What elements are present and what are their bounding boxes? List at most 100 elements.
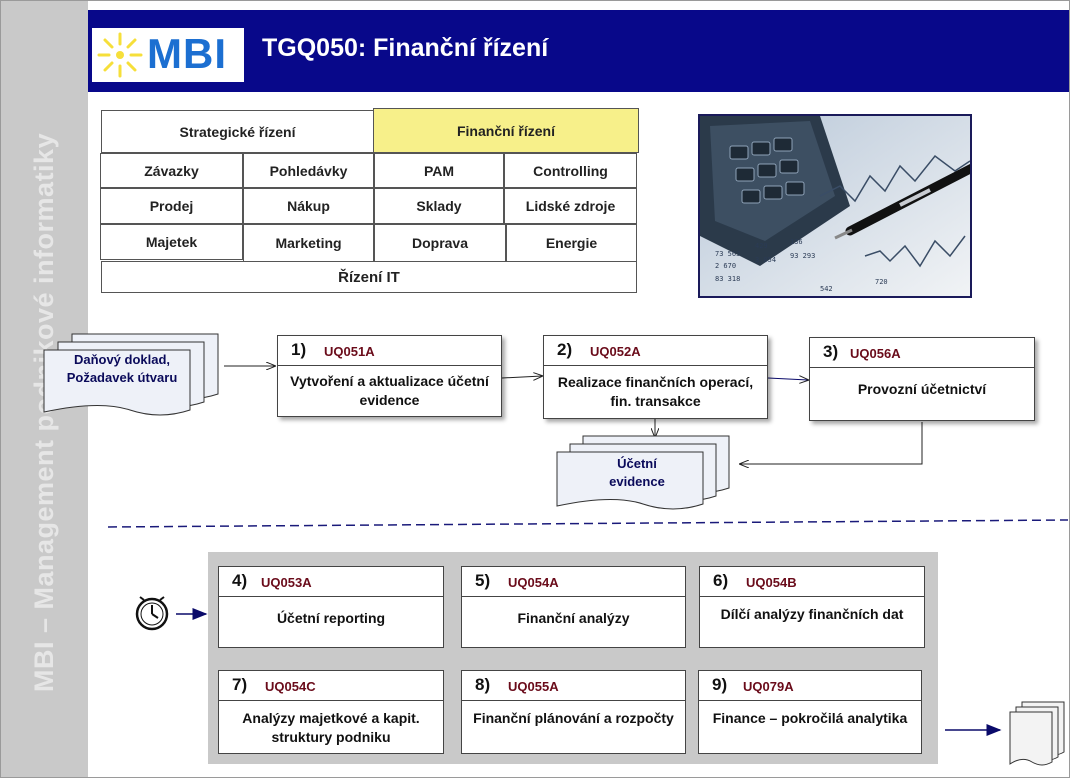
process-box-5[interactable]: 5) UQ054A Finanční analýzy — [461, 566, 686, 648]
menu-label: Závazky — [144, 162, 199, 179]
process-box-3[interactable]: 3) UQ056A Provozní účetnictví — [809, 337, 1035, 421]
process-header: 3) UQ056A — [810, 338, 1034, 368]
process-number: 7) — [232, 675, 248, 694]
menu-rizeni-it[interactable]: Řízení IT — [101, 261, 637, 293]
process-code: UQ056A — [850, 346, 901, 361]
menu-label: Doprava — [411, 235, 469, 251]
menu-prodej[interactable]: Prodej — [100, 188, 243, 224]
output-doc-line2: evidence — [609, 474, 665, 489]
process-code: UQ079A — [743, 679, 794, 694]
clock-icon — [135, 596, 169, 631]
process-header: 6) UQ054B — [700, 567, 924, 597]
menu-nakup[interactable]: Nákup — [243, 188, 374, 224]
svg-text:542: 542 — [820, 285, 833, 293]
header-bar — [88, 10, 1070, 92]
page-title: TGQ050: Finanční řízení — [262, 34, 549, 62]
menu-lidske-zdroje[interactable]: Lidské zdroje — [504, 188, 637, 224]
menu-sklady[interactable]: Sklady — [374, 188, 504, 224]
menu-label: Řízení IT — [338, 268, 400, 286]
logo: MBI — [92, 28, 244, 82]
process-code: UQ051A — [324, 344, 375, 359]
menu-strategic[interactable]: Strategické řízení — [101, 110, 374, 153]
menu-pam[interactable]: PAM — [374, 153, 504, 188]
process-label: Provozní účetnictví — [857, 381, 987, 397]
menu-label: Sklady — [416, 198, 462, 214]
svg-text:136: 136 — [790, 238, 803, 246]
output-doc-line1: Účetní — [617, 456, 657, 471]
menu-label: Nákup — [287, 198, 330, 214]
process-box-7[interactable]: 7) UQ054C Analýzy majetkové a kapit. str… — [218, 670, 444, 754]
process-label: Finanční plánování a rozpočty — [473, 710, 674, 726]
output-document-label: Účetní evidence — [572, 455, 702, 491]
svg-text:83 318: 83 318 — [715, 275, 740, 283]
process-number: 1) — [291, 340, 307, 359]
sun-icon — [97, 32, 143, 78]
menu-marketing[interactable]: Marketing — [243, 224, 374, 262]
reports-document-stack-icon — [1009, 701, 1065, 766]
process-header: 4) UQ053A — [219, 567, 443, 597]
menu-label: PAM — [423, 162, 455, 179]
process-header: 7) UQ054C — [219, 671, 443, 701]
menu-pohledavky[interactable]: Pohledávky — [243, 153, 374, 188]
process-code: UQ054B — [746, 575, 797, 590]
logo-text: MBI — [147, 30, 227, 77]
process-box-2[interactable]: 2) UQ052A Realizace finančních operací, … — [543, 335, 768, 419]
svg-text:3 054: 3 054 — [755, 256, 776, 264]
process-number: 4) — [232, 571, 248, 590]
menu-majetek[interactable]: Majetek — [100, 224, 243, 260]
menu-label: Lidské zdroje — [525, 198, 616, 214]
process-box-9[interactable]: 9) UQ079A Finance – pokročilá analytika — [698, 670, 922, 754]
menu-label: Pohledávky — [269, 162, 348, 179]
menu-label: Prodej — [149, 198, 194, 214]
menu-controlling[interactable]: Controlling — [504, 153, 637, 188]
process-label: Finance – pokročilá analytika — [712, 710, 908, 726]
process-header: 9) UQ079A — [699, 671, 921, 701]
output-document-stack-icon — [556, 435, 730, 510]
process-number: 3) — [823, 342, 839, 361]
process-label: Finanční analýzy — [517, 610, 630, 626]
process-label: Vytvoření a aktualizace účetní evidence — [290, 373, 489, 408]
process-box-6[interactable]: 6) UQ054B Dílčí analýzy finančních dat — [699, 566, 925, 648]
input-doc-line1: Daňový doklad, — [73, 352, 171, 367]
input-doc-line2: Požadavek útvaru — [66, 370, 178, 385]
menu-label: Majetek — [145, 234, 198, 250]
process-code: UQ053A — [261, 575, 312, 590]
process-label: Realizace finančních operací, fin. trans… — [557, 374, 754, 409]
process-number: 6) — [713, 571, 729, 590]
process-number: 9) — [712, 675, 728, 694]
process-code: UQ052A — [590, 344, 641, 359]
process-header: 2) UQ052A — [544, 336, 767, 366]
menu-energie[interactable]: Energie — [506, 224, 637, 262]
menu-zavazky[interactable]: Závazky — [100, 153, 243, 188]
process-code: UQ054A — [508, 575, 559, 590]
process-number: 2) — [557, 340, 573, 359]
process-number: 8) — [475, 675, 491, 694]
process-box-4[interactable]: 4) UQ053A Účetní reporting — [218, 566, 444, 648]
menu-label: Marketing — [275, 235, 342, 251]
svg-text:429: 429 — [755, 242, 768, 250]
process-number: 5) — [475, 571, 491, 590]
svg-text:2 670: 2 670 — [715, 262, 736, 270]
menu-label: Finanční řízení — [456, 122, 555, 139]
process-box-1[interactable]: 1) UQ051A Vytvoření a aktualizace účetní… — [277, 335, 502, 417]
menu-financial[interactable]: Finanční řízení — [373, 108, 639, 153]
finance-photo: 73 563 429 136 2 670 3 054 93 293 83 318 542 7… — [698, 114, 972, 298]
process-code: UQ054C — [265, 679, 316, 694]
process-header: 1) UQ051A — [278, 336, 501, 366]
process-label: Dílčí analýzy finančních dat — [720, 606, 904, 622]
process-label: Účetní reporting — [276, 610, 386, 626]
input-document-stack-icon — [43, 333, 219, 416]
menu-label: Strategické řízení — [179, 123, 296, 140]
input-document-label: Daňový doklad, Požadavek útvaru — [48, 351, 196, 387]
process-box-8[interactable]: 8) UQ055A Finanční plánování a rozpočty — [461, 670, 686, 754]
menu-label: Controlling — [533, 162, 608, 179]
svg-text:720: 720 — [875, 278, 888, 286]
svg-text:73 563: 73 563 — [715, 250, 740, 258]
process-code: UQ055A — [508, 679, 559, 694]
menu-label: Energie — [545, 235, 598, 251]
svg-text:93 293: 93 293 — [790, 252, 815, 260]
process-label: Analýzy majetkové a kapit. struktury pod… — [242, 710, 420, 745]
process-header: 5) UQ054A — [462, 567, 685, 597]
process-header: 8) UQ055A — [462, 671, 685, 701]
